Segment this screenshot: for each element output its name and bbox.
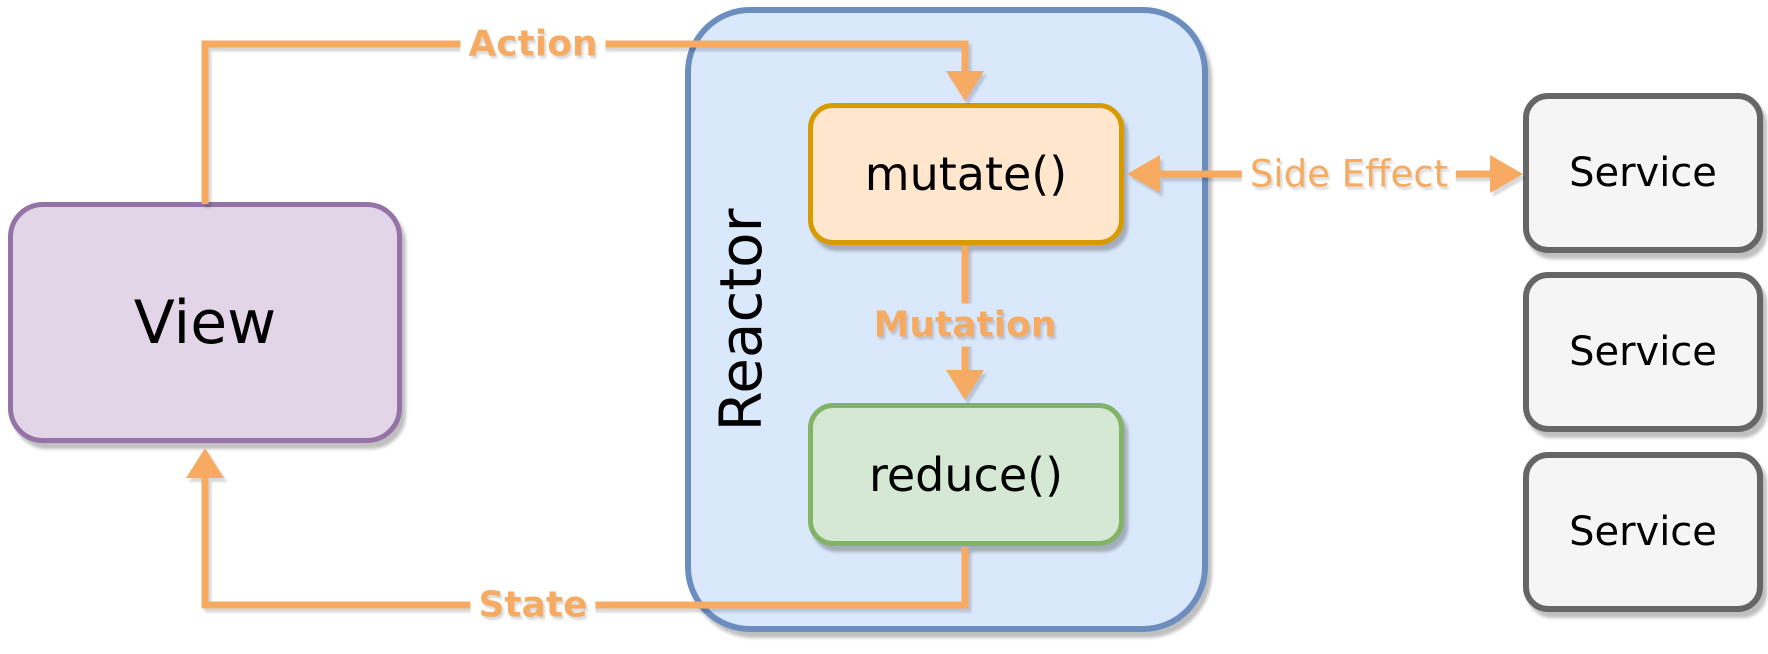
reduce-node: reduce() — [808, 403, 1124, 546]
service-node-3: Service — [1523, 452, 1763, 612]
view-node: View — [8, 202, 402, 443]
state-edge-label: State — [470, 583, 596, 627]
reactor-container-label: Reactor — [707, 208, 775, 432]
service-node-3-label: Service — [1569, 509, 1717, 555]
mutation-edge-label: Mutation — [865, 303, 1065, 347]
action-edge-label: Action — [460, 22, 606, 66]
view-node-label: View — [133, 287, 277, 358]
service-node-2-label: Service — [1569, 329, 1717, 375]
reduce-node-label: reduce() — [868, 447, 1064, 502]
service-node-1: Service — [1523, 93, 1763, 253]
mutate-node-label: mutate() — [864, 147, 1068, 201]
service-node-2: Service — [1523, 272, 1763, 432]
service-node-1-label: Service — [1569, 150, 1717, 196]
side-effect-edge-label: Side Effect — [1241, 151, 1457, 197]
side-effect-arrowhead-right — [1490, 155, 1523, 193]
state-arrowhead — [186, 448, 224, 478]
mutate-node: mutate() — [808, 103, 1124, 245]
